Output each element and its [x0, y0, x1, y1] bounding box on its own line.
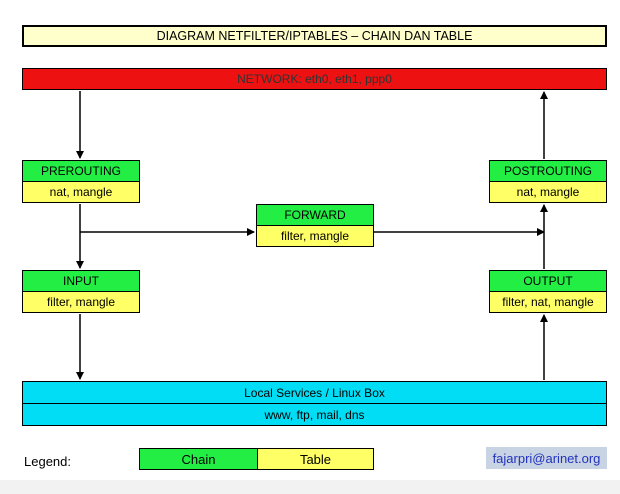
local-services-title: Local Services / Linux Box	[22, 381, 607, 404]
prerouting-tables: nat, mangle	[22, 181, 140, 203]
diagram-title: DIAGRAM NETFILTER/IPTABLES – CHAIN DAN T…	[22, 25, 607, 47]
forward-tables: filter, mangle	[256, 225, 374, 247]
prerouting-chain: PREROUTING	[22, 160, 140, 182]
input-tables: filter, mangle	[22, 291, 140, 313]
author-email: fajarpri@arinet.org	[486, 447, 607, 469]
postrouting-tables: nat, mangle	[489, 181, 607, 203]
legend-label: Legend:	[24, 454, 71, 469]
network-bar: NETWORK: eth0, eth1, ppp0	[22, 68, 607, 90]
output-tables: filter, nat, mangle	[489, 291, 607, 313]
legend-table: Table	[257, 448, 374, 470]
legend-chain: Chain	[139, 448, 258, 470]
local-services-list: www, ftp, mail, dns	[22, 403, 607, 426]
footer-shade	[0, 480, 620, 494]
